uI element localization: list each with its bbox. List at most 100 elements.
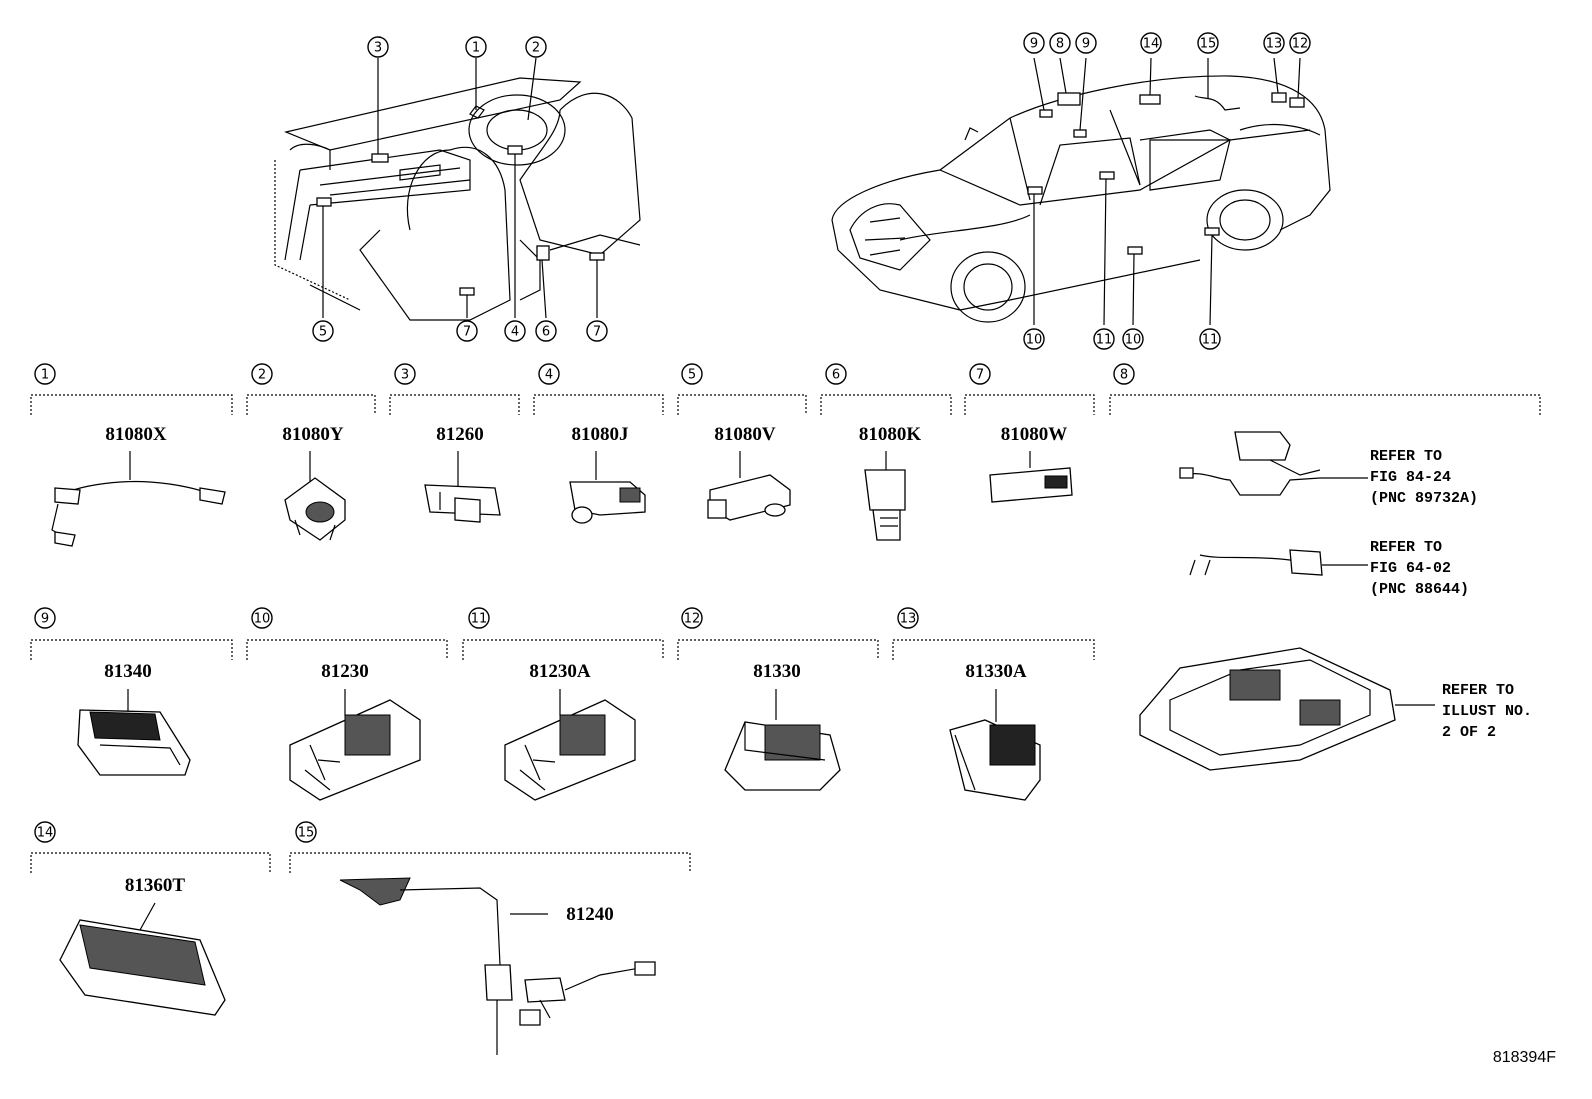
- part-drawings: [51, 431, 1435, 1055]
- section-bracket-5: [677, 394, 807, 415]
- section-bracket-3: [389, 394, 520, 415]
- part-number-5: 81080V: [714, 424, 776, 445]
- exterior-callout-11: 11: [1199, 328, 1221, 350]
- part-illustration-3: [424, 451, 501, 523]
- interior-callout-3: 3: [367, 36, 389, 58]
- section-bracket-7: [964, 394, 1095, 415]
- part-number-2: 81080Y: [282, 424, 344, 445]
- interior-callout-7-label: 7: [593, 325, 601, 340]
- exterior-callout-8: 8: [1049, 32, 1071, 54]
- interior-callout-7: 7: [586, 320, 608, 342]
- interior-callout-6-label: 6: [542, 325, 550, 340]
- section-callout-3: 3: [394, 363, 416, 385]
- section-callout-13: 13: [897, 607, 919, 629]
- part-illustration-5: [707, 451, 791, 521]
- section-bracket-8: [1109, 394, 1541, 415]
- exterior-callout-8-label: 8: [1056, 37, 1064, 52]
- section-bracket-6: [820, 394, 952, 415]
- section-callout-8: 8: [1113, 363, 1135, 385]
- section-callout-14-label: 14: [37, 826, 54, 841]
- section-callout-8-label: 8: [1120, 368, 1128, 383]
- exterior-callout-9: 9: [1023, 32, 1045, 54]
- exterior-callout-11: 11: [1093, 328, 1115, 350]
- section-callout-4-label: 4: [545, 368, 553, 383]
- section-bracket-15: [289, 852, 691, 873]
- part-number-10: 81230: [321, 661, 369, 682]
- section-callout-9-label: 9: [41, 612, 49, 627]
- section-callout-1-label: 1: [41, 368, 49, 383]
- interior-callout-1-label: 1: [472, 41, 480, 56]
- section-callout-14: 14: [34, 821, 56, 843]
- part-illustration-10: [289, 689, 421, 801]
- exterior-callout-9-label: 9: [1082, 37, 1090, 52]
- part-illustration-4: [569, 451, 646, 524]
- part-number-4: 81080J: [572, 424, 629, 445]
- section-bracket-4: [533, 394, 664, 415]
- part-illustration-1: [51, 451, 226, 547]
- exterior-callout-10: 10: [1023, 328, 1045, 350]
- exterior-callout-10: 10: [1122, 328, 1144, 350]
- exterior-callout-12-label: 12: [1292, 37, 1309, 52]
- section-bracket-14: [30, 852, 271, 873]
- section-callout-15-label: 15: [298, 826, 315, 841]
- section-callout-9: 9: [34, 607, 56, 629]
- part-illustration-13: [949, 689, 1041, 801]
- exterior-callout-15: 15: [1197, 32, 1219, 54]
- interior-callout-4: 4: [504, 320, 526, 342]
- interior-callout-2: 2: [525, 36, 547, 58]
- section-bracket-11: [462, 639, 664, 660]
- part-number-14: 81360T: [125, 875, 186, 896]
- exterior-callout-12: 12: [1289, 32, 1311, 54]
- exterior-callout-15-label: 15: [1200, 37, 1217, 52]
- section-callout-3-label: 3: [401, 368, 409, 383]
- exterior-callout-9-label: 9: [1030, 37, 1038, 52]
- part-number-13: 81330A: [965, 661, 1027, 682]
- section-callout-7: 7: [969, 363, 991, 385]
- part-number-9: 81340: [104, 661, 152, 682]
- interior-callout-7-label: 7: [463, 325, 471, 340]
- ref1-line1: REFER TO: [1370, 448, 1442, 465]
- exterior-callout-14: 14: [1140, 32, 1162, 54]
- interior-callout-5-label: 5: [319, 325, 327, 340]
- ref2-line2: FIG 64-02: [1370, 560, 1451, 577]
- interior-callout-5: 5: [312, 320, 334, 342]
- section-callout-5: 5: [681, 363, 703, 385]
- part-illustration-2: [284, 451, 346, 541]
- section-bracket-12: [677, 639, 879, 660]
- interior-view: [274, 57, 641, 321]
- section-callout-11: 11: [468, 607, 490, 629]
- part-number-3: 81260: [436, 424, 484, 445]
- part-sections: 181080X281080Y381260481080J581080V681080…: [30, 363, 1541, 925]
- section-callout-5-label: 5: [688, 368, 696, 383]
- exterior-callout-10-label: 10: [1125, 333, 1142, 348]
- part-number-11: 81230A: [529, 661, 591, 682]
- interior-callout-7: 7: [456, 320, 478, 342]
- section-callout-13-label: 13: [900, 612, 917, 627]
- section-callout-11-label: 11: [471, 612, 488, 627]
- section-bracket-1: [30, 394, 233, 415]
- interior-callout-2-label: 2: [532, 41, 540, 56]
- section-bracket-10: [246, 639, 448, 660]
- part-number-12: 81330: [753, 661, 801, 682]
- interior-callout-1: 1: [465, 36, 487, 58]
- ref1-line2: FIG 84-24: [1370, 469, 1451, 486]
- section-callout-10-label: 10: [254, 612, 271, 627]
- exterior-callout-9: 9: [1075, 32, 1097, 54]
- ref3-line3: 2 OF 2: [1442, 724, 1496, 741]
- section-callout-6-label: 6: [832, 368, 840, 383]
- section-callout-12-label: 12: [684, 612, 701, 627]
- exterior-callout-10-label: 10: [1026, 333, 1043, 348]
- interior-callout-4-label: 4: [511, 325, 519, 340]
- part-illustration-8: [1139, 431, 1435, 771]
- section-callout-2: 2: [251, 363, 273, 385]
- exterior-callout-14-label: 14: [1143, 37, 1160, 52]
- part-number-15: 81240: [566, 904, 614, 925]
- section-bracket-13: [892, 639, 1095, 660]
- part-illustration-11: [504, 689, 636, 801]
- section-callout-1: 1: [34, 363, 56, 385]
- exterior-view: [831, 57, 1331, 326]
